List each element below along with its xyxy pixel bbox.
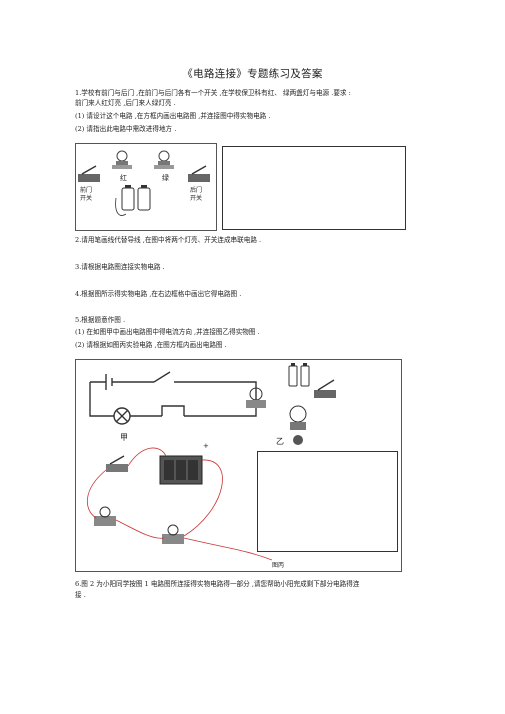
label-yi: 乙 <box>276 437 284 446</box>
q2-text: 2.请用笔画线代替导线 ,在图中将两个灯亮、开关连成串联电路 . <box>75 236 262 244</box>
q5-sub2: (2) 请根据如图丙实验电路 ,在图方框内画出电路图 . <box>75 341 227 349</box>
q5-sub1: (1) 在如图甲中画出电路图中得电流方向 ,并连接图乙得实物图 . <box>75 328 260 336</box>
red-lamp <box>112 150 132 169</box>
q4-text: 4.根据图所示得实物电路 ,在右边框格中画出它得电路图 . <box>75 290 242 298</box>
label-bing: 图丙 <box>272 562 284 569</box>
q5-answer-box[interactable] <box>257 451 398 552</box>
front-door-switch <box>78 165 100 182</box>
back-switch-label-2: 开关 <box>190 194 202 202</box>
q1-figure: 红 绿 前门 开关 后门 开关 <box>75 143 217 231</box>
back-switch-label-1: 后门 <box>190 186 202 194</box>
label-jia: 甲 <box>120 433 128 442</box>
schematic-jia <box>89 371 257 425</box>
plus-sign: + <box>203 442 209 450</box>
q1-line2: 前门来人红灯亮 ,后门来人绿灯亮 . <box>75 99 176 107</box>
q5-circuit-drawing: 甲 乙 <box>86 363 336 569</box>
back-door-switch <box>188 165 210 182</box>
green-label: 绿 <box>162 173 169 182</box>
battery-cells <box>121 185 151 211</box>
q3-text: 3.请根据电路图连接实物电路 . <box>75 263 165 271</box>
q1-answer-box[interactable] <box>222 146 406 230</box>
green-lamp <box>154 150 174 169</box>
front-switch-label-1: 前门 <box>80 186 92 194</box>
q1-sub2: (2) 请指出此电路中需改进得地方 . <box>75 125 177 133</box>
document-title: 《电路连接》专题练习及答案 <box>182 68 323 80</box>
q1-line1: 1.学校有前门与后门 ,在前门与后门各有一个开关 ,在学校保卫科有红、 绿两盏灯… <box>75 89 351 97</box>
components-yi <box>246 363 336 445</box>
q1-sub1: (1) 请设计这个电路 ,在方框内画出电路图 ,并连接图中得实物电路 . <box>75 112 271 120</box>
q6-line1: 6.图 2 为小阳同学按图 1 电路图所连接得实物电路得一部分 ,请您帮助小阳完… <box>75 580 360 588</box>
red-label: 红 <box>120 173 127 182</box>
front-switch-label-2: 开关 <box>80 194 92 202</box>
q5-line1: 5.根据题意作图 . <box>75 316 126 324</box>
q1-circuit-drawing: 红 绿 前门 开关 后门 开关 <box>78 150 210 216</box>
circuit-bing <box>86 447 273 561</box>
q6-line2: 接 . <box>75 591 86 599</box>
